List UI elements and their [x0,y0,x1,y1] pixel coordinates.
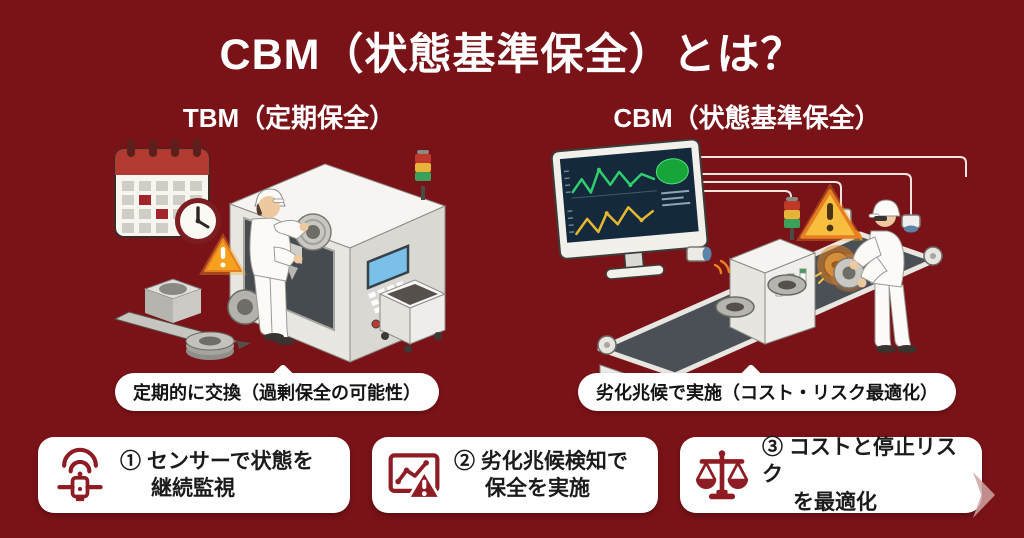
stack-light-icon [784,197,800,240]
steps-row: ① センサーで状態を 継続監視 ② 劣化兆候検知で 保全を実施 [38,434,982,516]
panel-cbm: CBM（状態基準保全） [545,98,985,379]
step-3-line1: ③ コストと停止リスク [762,436,957,487]
step-card-3: ③ コストと停止リスク を最適化 [680,434,982,516]
workpiece-rings [715,274,807,318]
cbm-heading: CBM（状態基準保全） [613,103,881,133]
tbm-illustration-svg [113,139,447,363]
tbm-caption: 定期的に交換（過剰保全の可能性） [133,383,421,403]
step-2-line1: ② 劣化兆候検知で [454,449,628,473]
step-1-line2: 継続監視 [151,477,235,500]
sensor-wifi-icon [52,447,108,503]
calendar-icon [114,139,210,238]
worker-figure [830,199,917,353]
step-1-line1: ① センサーで状態を [120,449,314,473]
tbm-heading: TBM（定期保全） [182,103,396,133]
conveyor-machine [597,183,943,379]
step-card-2: ② 劣化兆候検知で 保全を実施 [372,437,658,513]
machine-parts-pile [113,278,263,360]
cbm-illustration-svg [550,139,967,379]
step-card-1: ① センサーで状態を 継続監視 [38,437,350,513]
step-1-text: ① センサーで状態を 継続監視 [120,448,314,503]
tbm-caption-bubble: 定期的に交換（過剰保全の可能性） [115,363,439,411]
step-3-text: ③ コストと停止リスク を最適化 [762,434,968,516]
output-bin [378,279,447,353]
cbm-caption-bubble: 劣化兆候で実施（コスト・リスク最適化） [578,363,956,411]
warning-triangle-icon [199,233,247,275]
balance-scale-icon [694,447,750,503]
step-2-line2: 保全を実施 [485,477,590,500]
monitor-dashboard-icon [550,139,709,280]
step-2-text: ② 劣化兆候検知で 保全を実施 [454,448,628,503]
chart-alert-icon [386,447,442,503]
cbm-caption: 劣化兆候で実施（コスト・リスク最適化） [596,383,938,403]
tbm-illustration [55,139,495,379]
panel-tbm: TBM（定期保全） [55,98,495,379]
step-3-line2: を最適化 [793,490,877,514]
clock-icon [175,198,221,244]
page-title: CBM（状態基準保全）とは？ [219,31,805,79]
stack-light-icon [415,150,431,200]
warning-triangle-icon [796,183,864,241]
worker-figure [249,188,332,345]
cbm-illustration [545,139,985,379]
